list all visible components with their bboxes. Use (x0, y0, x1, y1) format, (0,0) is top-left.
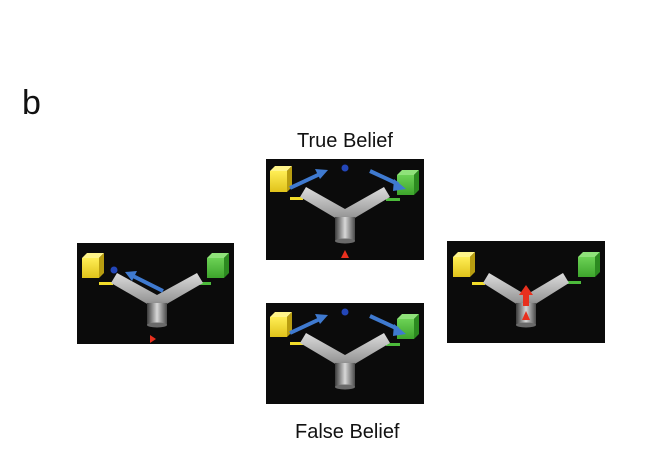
yellow-marker-line (472, 282, 485, 285)
red-up-arrow-icon (519, 285, 533, 306)
red-triangle-icon (341, 250, 349, 258)
yellow-box-icon (270, 312, 292, 337)
true-belief-title: True Belief (297, 130, 393, 152)
green-box-icon (578, 252, 600, 277)
green-box-icon (397, 170, 419, 195)
yellow-box-icon (270, 166, 292, 192)
green-box-icon (397, 314, 419, 339)
green-marker-line (197, 282, 211, 285)
green-marker-line (567, 281, 581, 284)
scene-panel-initial (77, 243, 234, 344)
false-belief-title: False Belief (295, 421, 400, 443)
green-marker-line (386, 343, 400, 346)
yellow-marker-line (99, 282, 113, 285)
red-triangle-icon (150, 335, 156, 343)
scene-panel-true-belief (266, 159, 424, 260)
scene-panel-false-belief (266, 303, 424, 404)
agent-dot-icon (110, 266, 118, 274)
yellow-box-icon (82, 253, 104, 278)
green-box-icon (207, 253, 229, 278)
agent-dot-icon (341, 308, 349, 316)
y-tube-icon (111, 273, 203, 328)
blue-arrow-icon (369, 169, 406, 191)
green-marker-line (386, 198, 400, 201)
scene-panel-test (447, 241, 605, 343)
blue-arrow-icon (289, 169, 328, 190)
agent-dot-icon (341, 164, 349, 172)
y-tube-icon (300, 187, 390, 244)
yellow-box-icon (453, 252, 475, 277)
red-triangle-icon (522, 311, 530, 320)
yellow-marker-line (290, 197, 303, 200)
blue-arrow-icon (125, 271, 164, 293)
y-tube-icon (300, 333, 390, 390)
blue-arrow-icon (369, 314, 406, 336)
blue-arrow-icon (289, 314, 328, 335)
panel-letter: b (22, 84, 41, 122)
yellow-marker-line (290, 342, 303, 345)
